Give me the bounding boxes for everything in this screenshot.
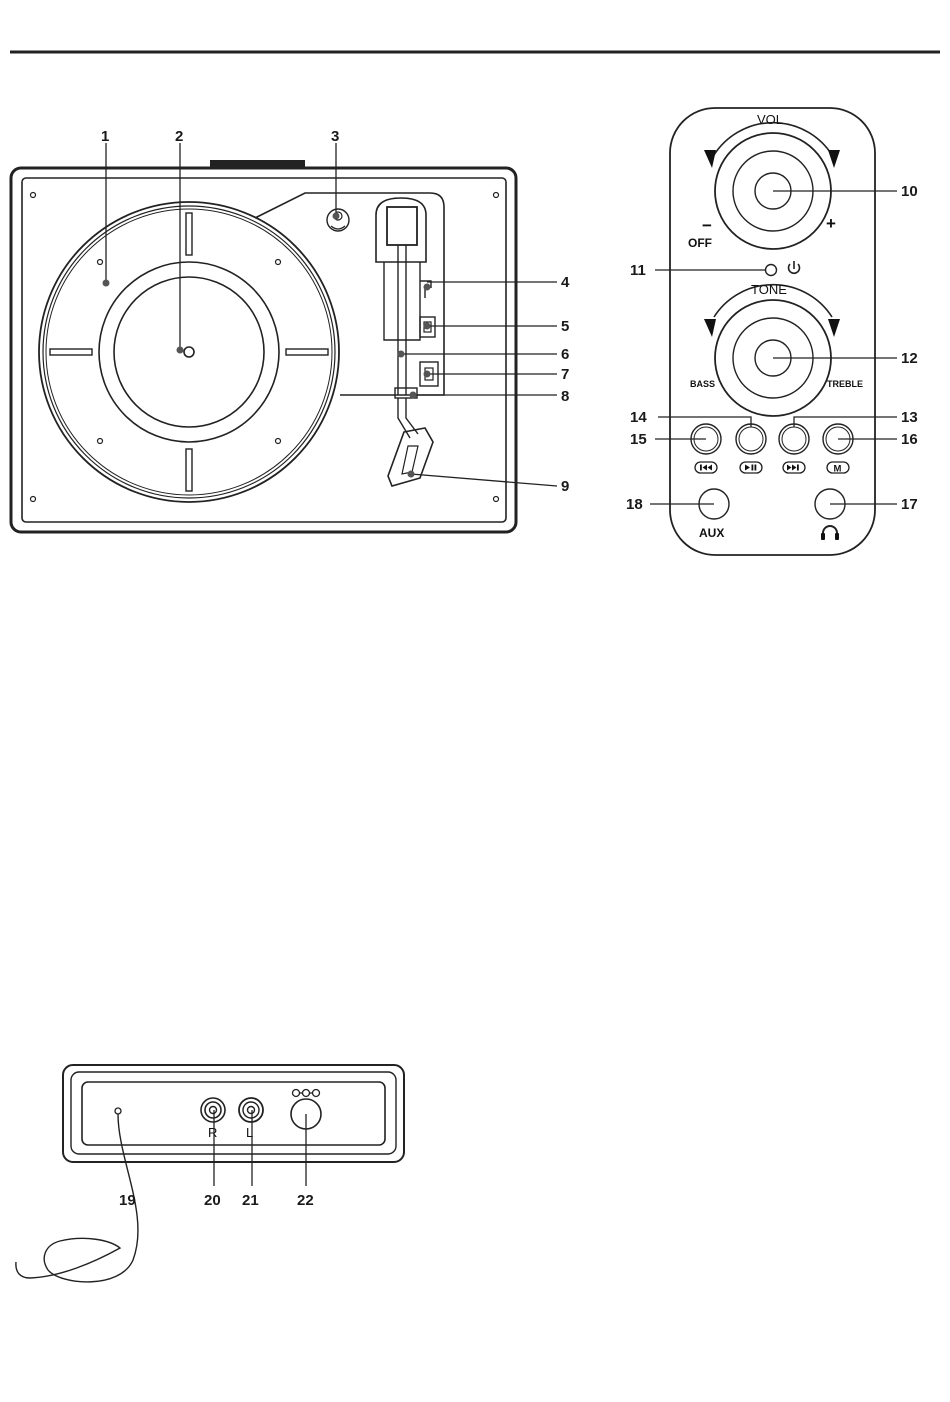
callout-16: 16	[901, 431, 918, 448]
skip-forward-icon	[783, 462, 805, 473]
callout-6: 6	[561, 346, 569, 363]
dc-polarity-icon	[293, 1090, 320, 1097]
callout-2: 2	[175, 128, 183, 145]
power-indicator	[766, 265, 777, 276]
play-pause-icon	[740, 462, 762, 473]
plus-label: +	[826, 214, 836, 233]
callout-7: 7	[561, 366, 569, 383]
rca-right-jack[interactable]	[201, 1098, 225, 1122]
skip-back-icon	[695, 462, 717, 473]
power-cord-exit	[115, 1108, 121, 1114]
callout-19: 19	[119, 1192, 136, 1209]
callout-1: 1	[101, 128, 109, 145]
next-button[interactable]	[779, 424, 809, 454]
callout-5: 5	[561, 318, 569, 335]
tone-label: TONE	[751, 282, 787, 297]
play-pause-button[interactable]	[736, 424, 766, 454]
callout-18: 18	[626, 496, 643, 513]
callout-17: 17	[901, 496, 918, 513]
mode-label: M	[834, 464, 842, 475]
minus-label: −	[702, 216, 712, 235]
callout-12: 12	[901, 350, 918, 367]
rca-left-jack[interactable]	[239, 1098, 263, 1122]
volume-knob[interactable]	[704, 123, 840, 249]
callout-11: 11	[630, 262, 646, 279]
callout-15: 15	[630, 431, 647, 448]
callout-13: 13	[901, 409, 918, 426]
callout-3: 3	[331, 128, 339, 145]
callout-14: 14	[630, 409, 647, 426]
callout-4: 4	[561, 274, 570, 291]
tone-knob[interactable]	[704, 285, 840, 416]
callout-21: 21	[242, 1192, 259, 1209]
callout-20: 20	[204, 1192, 221, 1209]
headphone-icon	[821, 526, 839, 540]
power-icon	[789, 261, 800, 273]
off-label: OFF	[688, 236, 712, 250]
callout-22: 22	[297, 1192, 314, 1209]
callout-8: 8	[561, 388, 569, 405]
adapter-holder	[327, 209, 349, 231]
callout-9: 9	[561, 478, 569, 495]
aux-label: AUX	[699, 526, 724, 540]
mode-icon: M	[827, 462, 849, 475]
rca-right-label: R	[208, 1125, 217, 1140]
vol-label: VOL	[757, 112, 783, 127]
platter	[39, 202, 339, 502]
control-panel: VOL − + OFF TONE BASS TREBLE	[670, 108, 875, 555]
treble-label: TREBLE	[827, 379, 863, 389]
rear-panel: R L	[16, 1065, 404, 1282]
callout-10: 10	[901, 183, 918, 200]
bass-label: BASS	[690, 379, 715, 389]
